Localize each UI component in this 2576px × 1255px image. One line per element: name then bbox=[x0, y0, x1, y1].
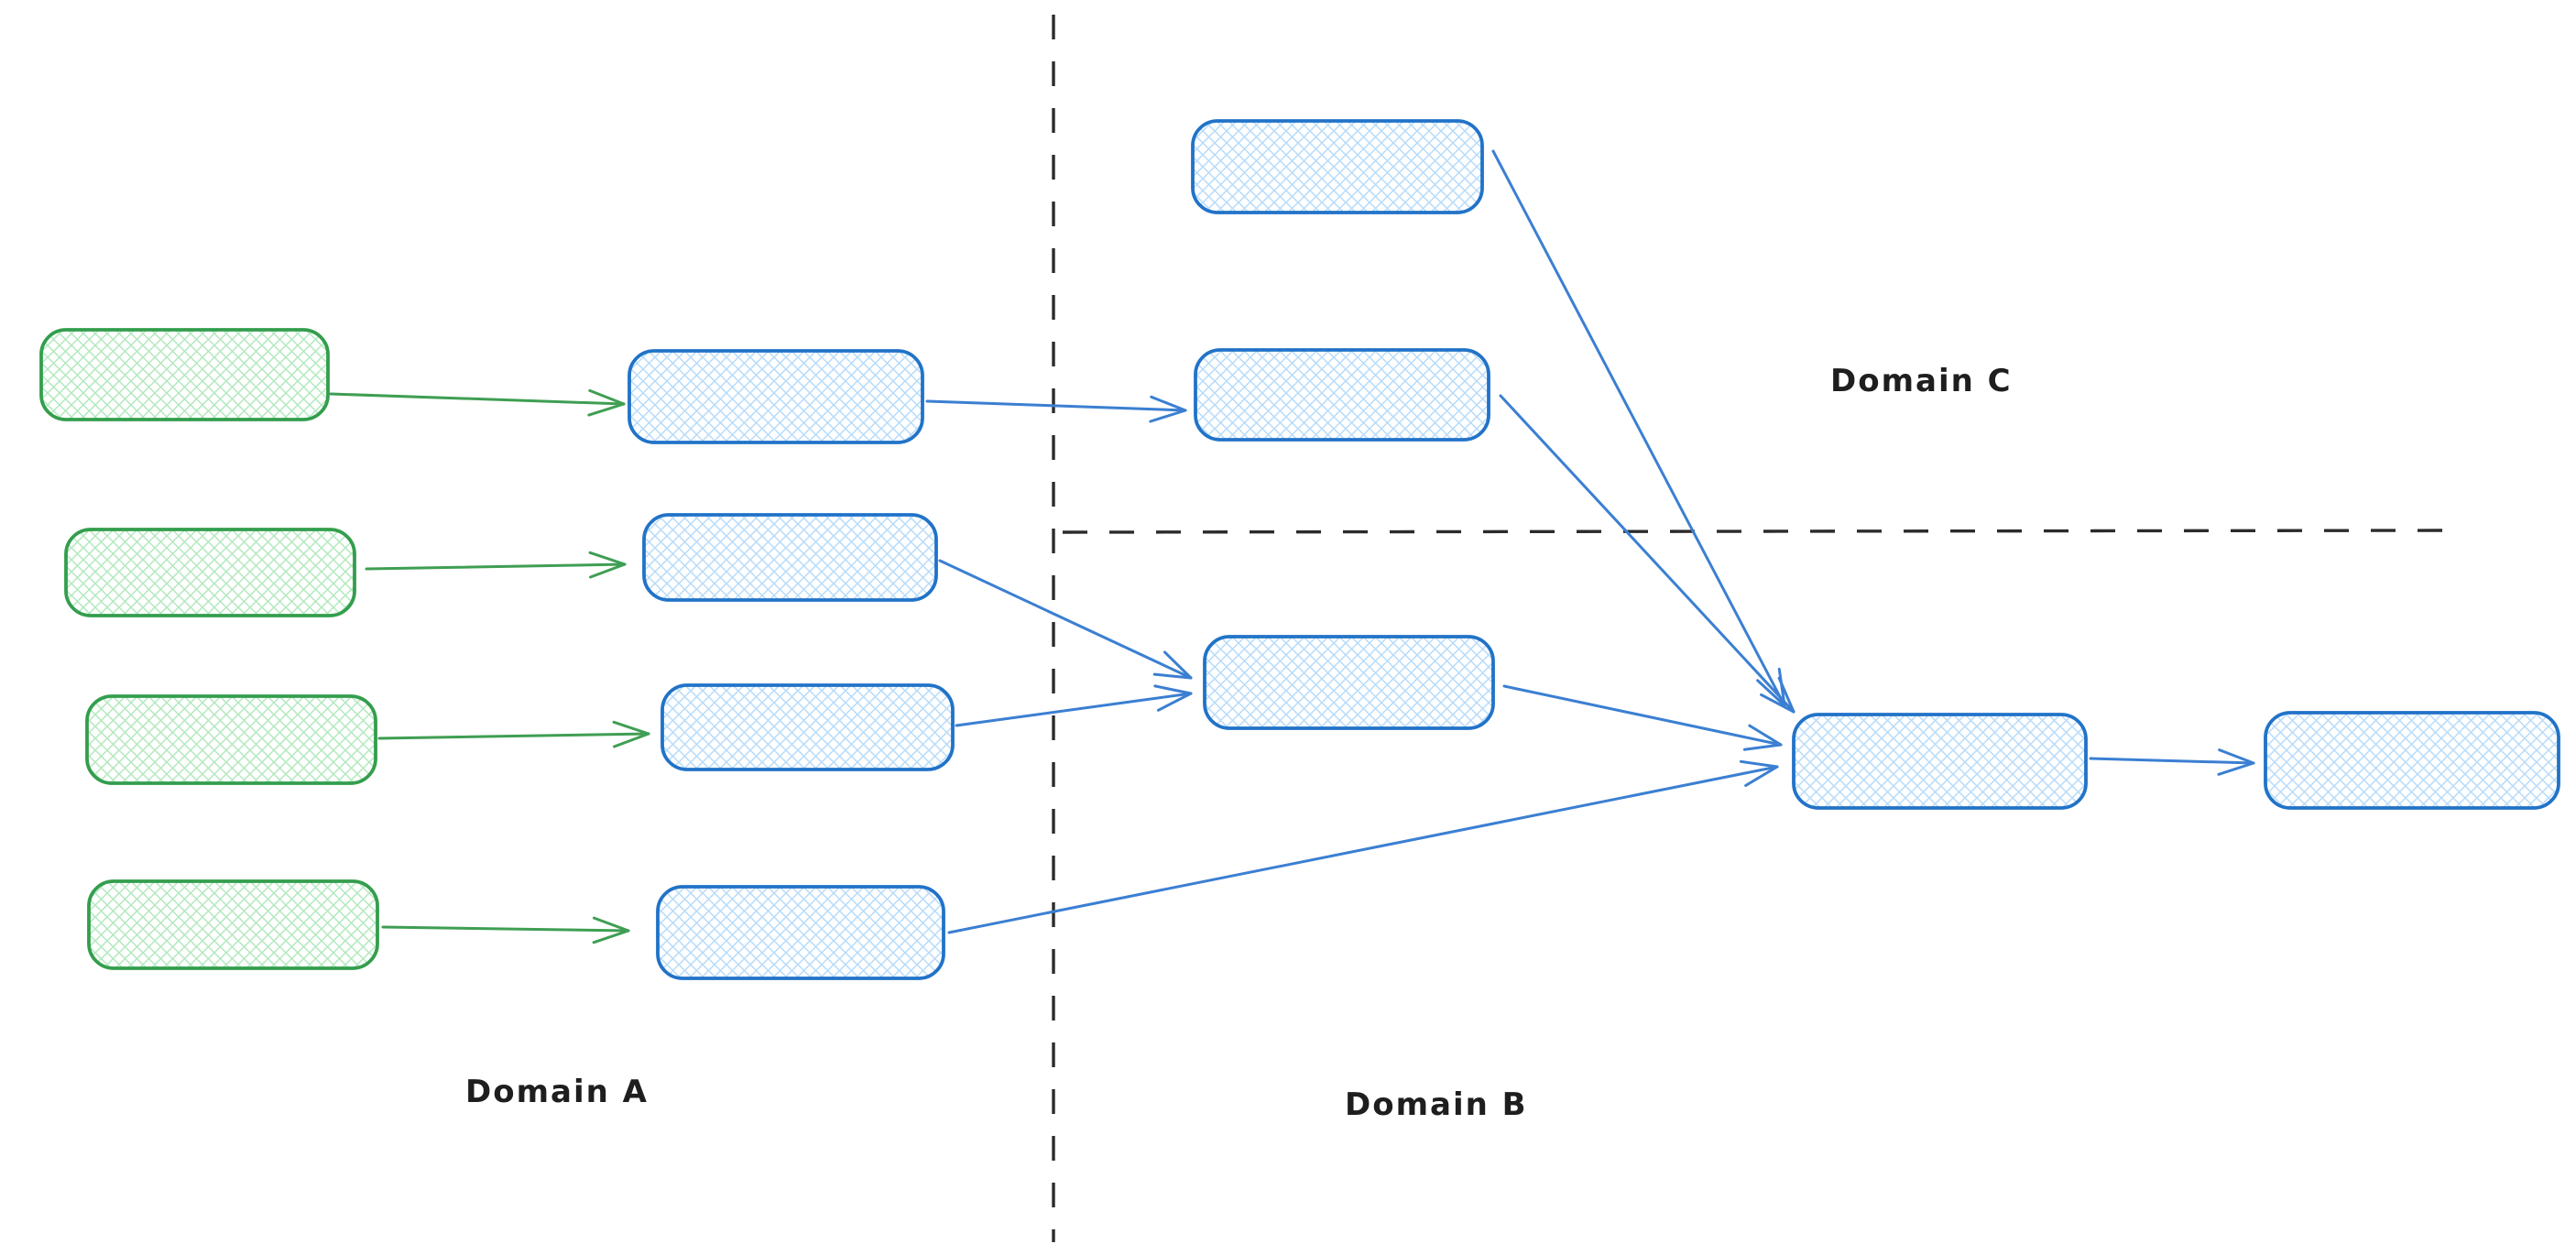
edge-agg-to-out[interactable] bbox=[2089, 748, 2255, 776]
edge-p3-to-b1[interactable] bbox=[955, 684, 1193, 727]
domain-a-label[interactable]: Domain A bbox=[465, 1074, 649, 1110]
box-c2[interactable] bbox=[1194, 348, 1490, 442]
domain-b-label[interactable]: Domain B bbox=[1345, 1086, 1528, 1123]
edge-b1-to-agg[interactable] bbox=[1502, 684, 1783, 751]
edge-p2-to-b1[interactable] bbox=[938, 559, 1193, 680]
box-agg[interactable] bbox=[1792, 713, 2088, 810]
box-a1[interactable] bbox=[39, 328, 330, 421]
box-out[interactable] bbox=[2264, 711, 2560, 810]
box-a2[interactable] bbox=[64, 528, 356, 617]
horizontal-divider[interactable] bbox=[1062, 529, 2449, 534]
edge-p4-to-agg[interactable] bbox=[947, 759, 1779, 934]
edge-a1-to-p1[interactable] bbox=[329, 388, 626, 417]
box-p3[interactable] bbox=[660, 683, 955, 771]
edge-p1-to-c2[interactable] bbox=[925, 395, 1187, 423]
box-p4[interactable] bbox=[656, 885, 945, 980]
box-b1[interactable] bbox=[1203, 635, 1495, 730]
box-a4[interactable] bbox=[87, 879, 379, 970]
box-a3[interactable] bbox=[85, 694, 377, 785]
edge-a2-to-p2[interactable] bbox=[365, 551, 627, 579]
edge-a4-to-p4[interactable] bbox=[381, 916, 630, 944]
box-p1[interactable] bbox=[628, 349, 924, 444]
edge-a3-to-p3[interactable] bbox=[377, 720, 650, 748]
box-p2[interactable] bbox=[642, 513, 938, 602]
domain-c-label[interactable]: Domain C bbox=[1830, 363, 2013, 399]
edge-c1-to-agg[interactable] bbox=[1491, 149, 1786, 707]
box-c1[interactable] bbox=[1191, 119, 1484, 214]
edge-c2-to-agg[interactable] bbox=[1499, 394, 1796, 714]
